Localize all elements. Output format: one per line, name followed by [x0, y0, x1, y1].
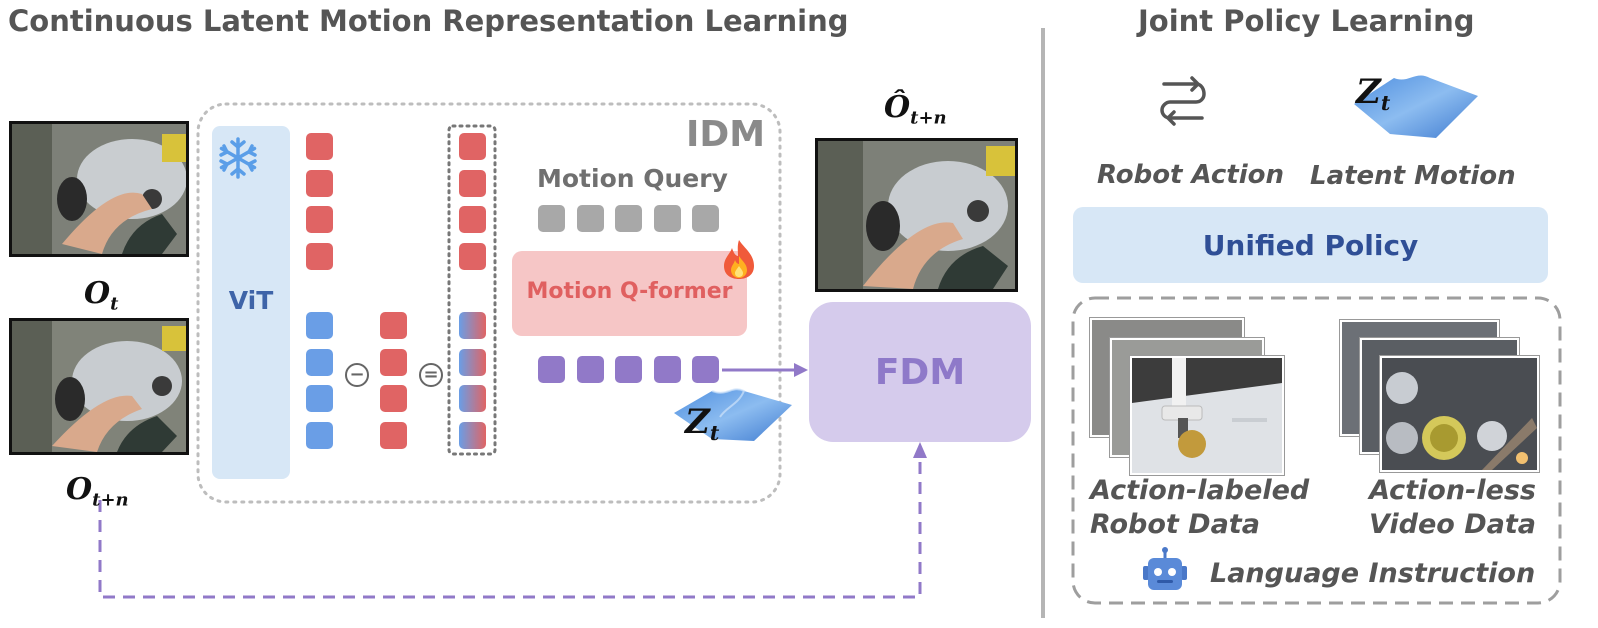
left-section-title: Continuous Latent Motion Representation …	[8, 4, 849, 38]
fdm-label: FDM	[874, 352, 966, 393]
robot-action-label: Robot Action	[1097, 160, 1284, 190]
token	[615, 205, 642, 232]
latent-label-idm: Zt	[685, 402, 719, 445]
latent-motion-label: Latent Motion	[1310, 161, 1516, 191]
latent-motion-manifold-icon	[1350, 68, 1480, 140]
robot-frame-front	[1130, 356, 1284, 475]
latent-label-policy: Zt	[1356, 72, 1390, 115]
qformer-label: Motion Q-former	[526, 279, 733, 304]
equals-operator: =	[419, 363, 443, 387]
observation-image-t	[9, 121, 189, 257]
token	[577, 205, 604, 232]
obs-tn-base: O	[66, 472, 93, 507]
token	[654, 356, 681, 383]
token	[459, 385, 486, 412]
action-labeled-line1: Action-labeled	[1090, 475, 1310, 506]
action-labeled-line2: Robot Data	[1090, 509, 1260, 540]
data-sources-box	[1071, 296, 1562, 605]
predicted-observation-label: Ôt+n	[884, 90, 947, 128]
observation-label-tn: Ot+n	[66, 472, 129, 510]
obs-t-sub: t	[110, 293, 119, 315]
action-less-line1: Action-less	[1369, 475, 1536, 506]
route-arrows-icon	[1156, 72, 1210, 126]
action-less-line2: Video Data	[1368, 509, 1536, 540]
token	[306, 133, 333, 160]
video-frame-front	[1380, 356, 1539, 472]
fire-icon	[720, 238, 758, 280]
latent-manifold-icon	[672, 383, 794, 445]
section-divider	[1041, 28, 1045, 618]
observation-label-t: Ot	[84, 276, 118, 314]
action-labeled-label: Action-labeled Robot Data	[1090, 474, 1309, 542]
motion-query-label: Motion Query	[537, 164, 728, 193]
token	[306, 243, 333, 270]
unified-policy-label: Unified Policy	[1202, 229, 1419, 262]
latent-base: Z	[685, 402, 710, 442]
token	[459, 206, 486, 233]
latent-sub: t	[1380, 91, 1391, 116]
obs-pred-base: Ô	[884, 90, 911, 125]
vit-label: ViT	[228, 286, 274, 315]
token	[459, 133, 486, 160]
token	[459, 349, 486, 376]
obs-tn-sub: t+n	[92, 489, 129, 511]
token	[615, 356, 642, 383]
token	[459, 243, 486, 270]
idm-label: IDM	[686, 114, 766, 155]
token	[654, 205, 681, 232]
token	[538, 205, 565, 232]
token	[306, 385, 333, 412]
token	[380, 312, 407, 339]
action-less-label: Action-less Video Data	[1340, 474, 1536, 542]
token	[538, 356, 565, 383]
token	[306, 422, 333, 449]
unified-policy	[1073, 207, 1548, 283]
token	[459, 312, 486, 339]
fdm-decoder	[809, 302, 1031, 442]
concat-tokens-box	[447, 124, 497, 456]
vit-encoder	[212, 126, 290, 479]
obs-pred-sub: t+n	[910, 107, 947, 129]
reconstruction-path	[98, 458, 922, 599]
idm-box	[196, 102, 782, 504]
right-section-title: Joint Policy Learning	[1138, 4, 1475, 38]
latent-sub: t	[709, 421, 720, 446]
token	[306, 349, 333, 376]
robot-face-icon	[1141, 546, 1189, 594]
observation-image-tn	[9, 318, 189, 455]
language-instruction-label: Language Instruction	[1210, 558, 1536, 589]
token	[459, 422, 486, 449]
token	[306, 206, 333, 233]
token	[692, 205, 719, 232]
motion-qformer	[512, 251, 747, 336]
snowflake-icon	[216, 136, 260, 180]
token	[577, 356, 604, 383]
token	[692, 356, 719, 383]
token	[306, 312, 333, 339]
token	[380, 422, 407, 449]
token	[306, 170, 333, 197]
obs-t-base: O	[84, 276, 111, 311]
token	[459, 170, 486, 197]
token	[380, 385, 407, 412]
subtract-operator: −	[345, 363, 369, 387]
token	[380, 349, 407, 376]
latent-base: Z	[1356, 72, 1381, 112]
predicted-observation-image	[815, 138, 1018, 292]
